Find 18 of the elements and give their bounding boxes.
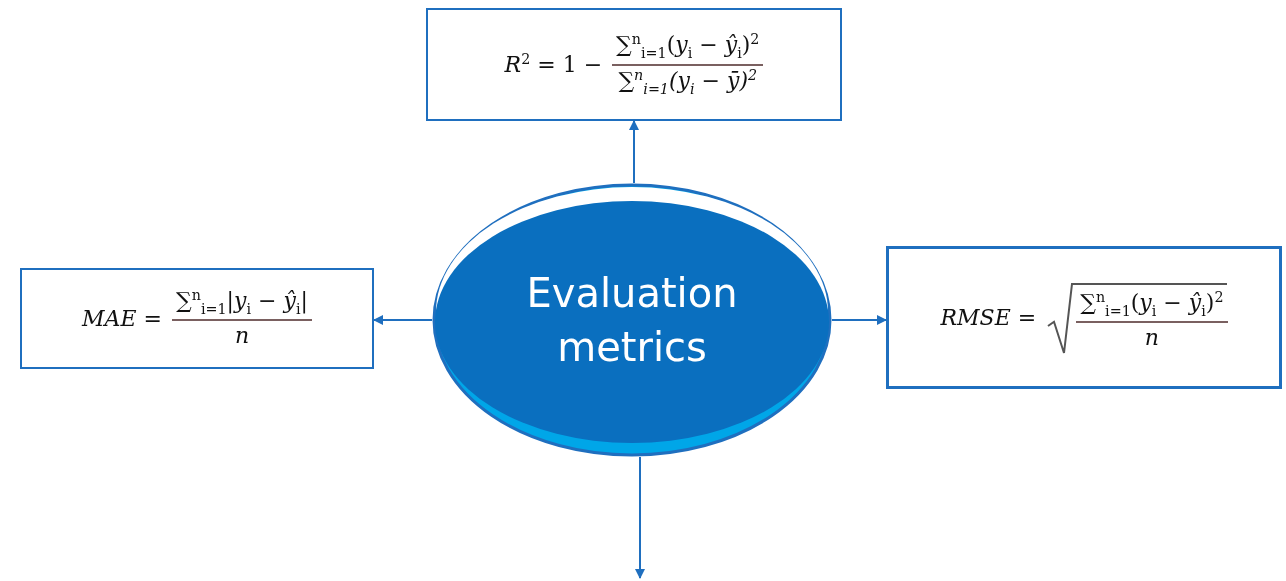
arrow <box>635 455 645 579</box>
denominator: n <box>233 322 251 351</box>
numerator: ∑$^{n}$$_{i=1}$|y$_{i}$ − ŷ$_{i}$| <box>175 286 309 319</box>
formula-lhs: MAE = <box>82 306 162 331</box>
numerator: ∑$^{n}$$_{i=1}$(y$_{i}$ − ŷ$_{i}$)$^{2}$ <box>1079 288 1225 321</box>
arrow <box>629 120 639 184</box>
formula-box <box>426 8 842 121</box>
arrow <box>373 315 433 325</box>
formula-box <box>20 268 374 369</box>
formula-lhs: RMSE = <box>940 305 1037 330</box>
arrow <box>831 315 887 325</box>
formula-box <box>886 246 1282 389</box>
denominator: n <box>1143 324 1160 353</box>
formula-lhs: R$^{2}$ = 1 − <box>504 51 603 78</box>
node-title: Evaluation metrics <box>525 269 739 372</box>
ellipse-node <box>432 183 832 457</box>
denominator: ∑$^{n}$$_{i=1}$(y$_{i}$ − ȳ)$^{2}$ <box>617 65 759 99</box>
numerator: ∑$^{n}$$_{i=1}$(y$_{i}$ − ŷ$_{i}$)$^{2}$ <box>615 30 761 64</box>
